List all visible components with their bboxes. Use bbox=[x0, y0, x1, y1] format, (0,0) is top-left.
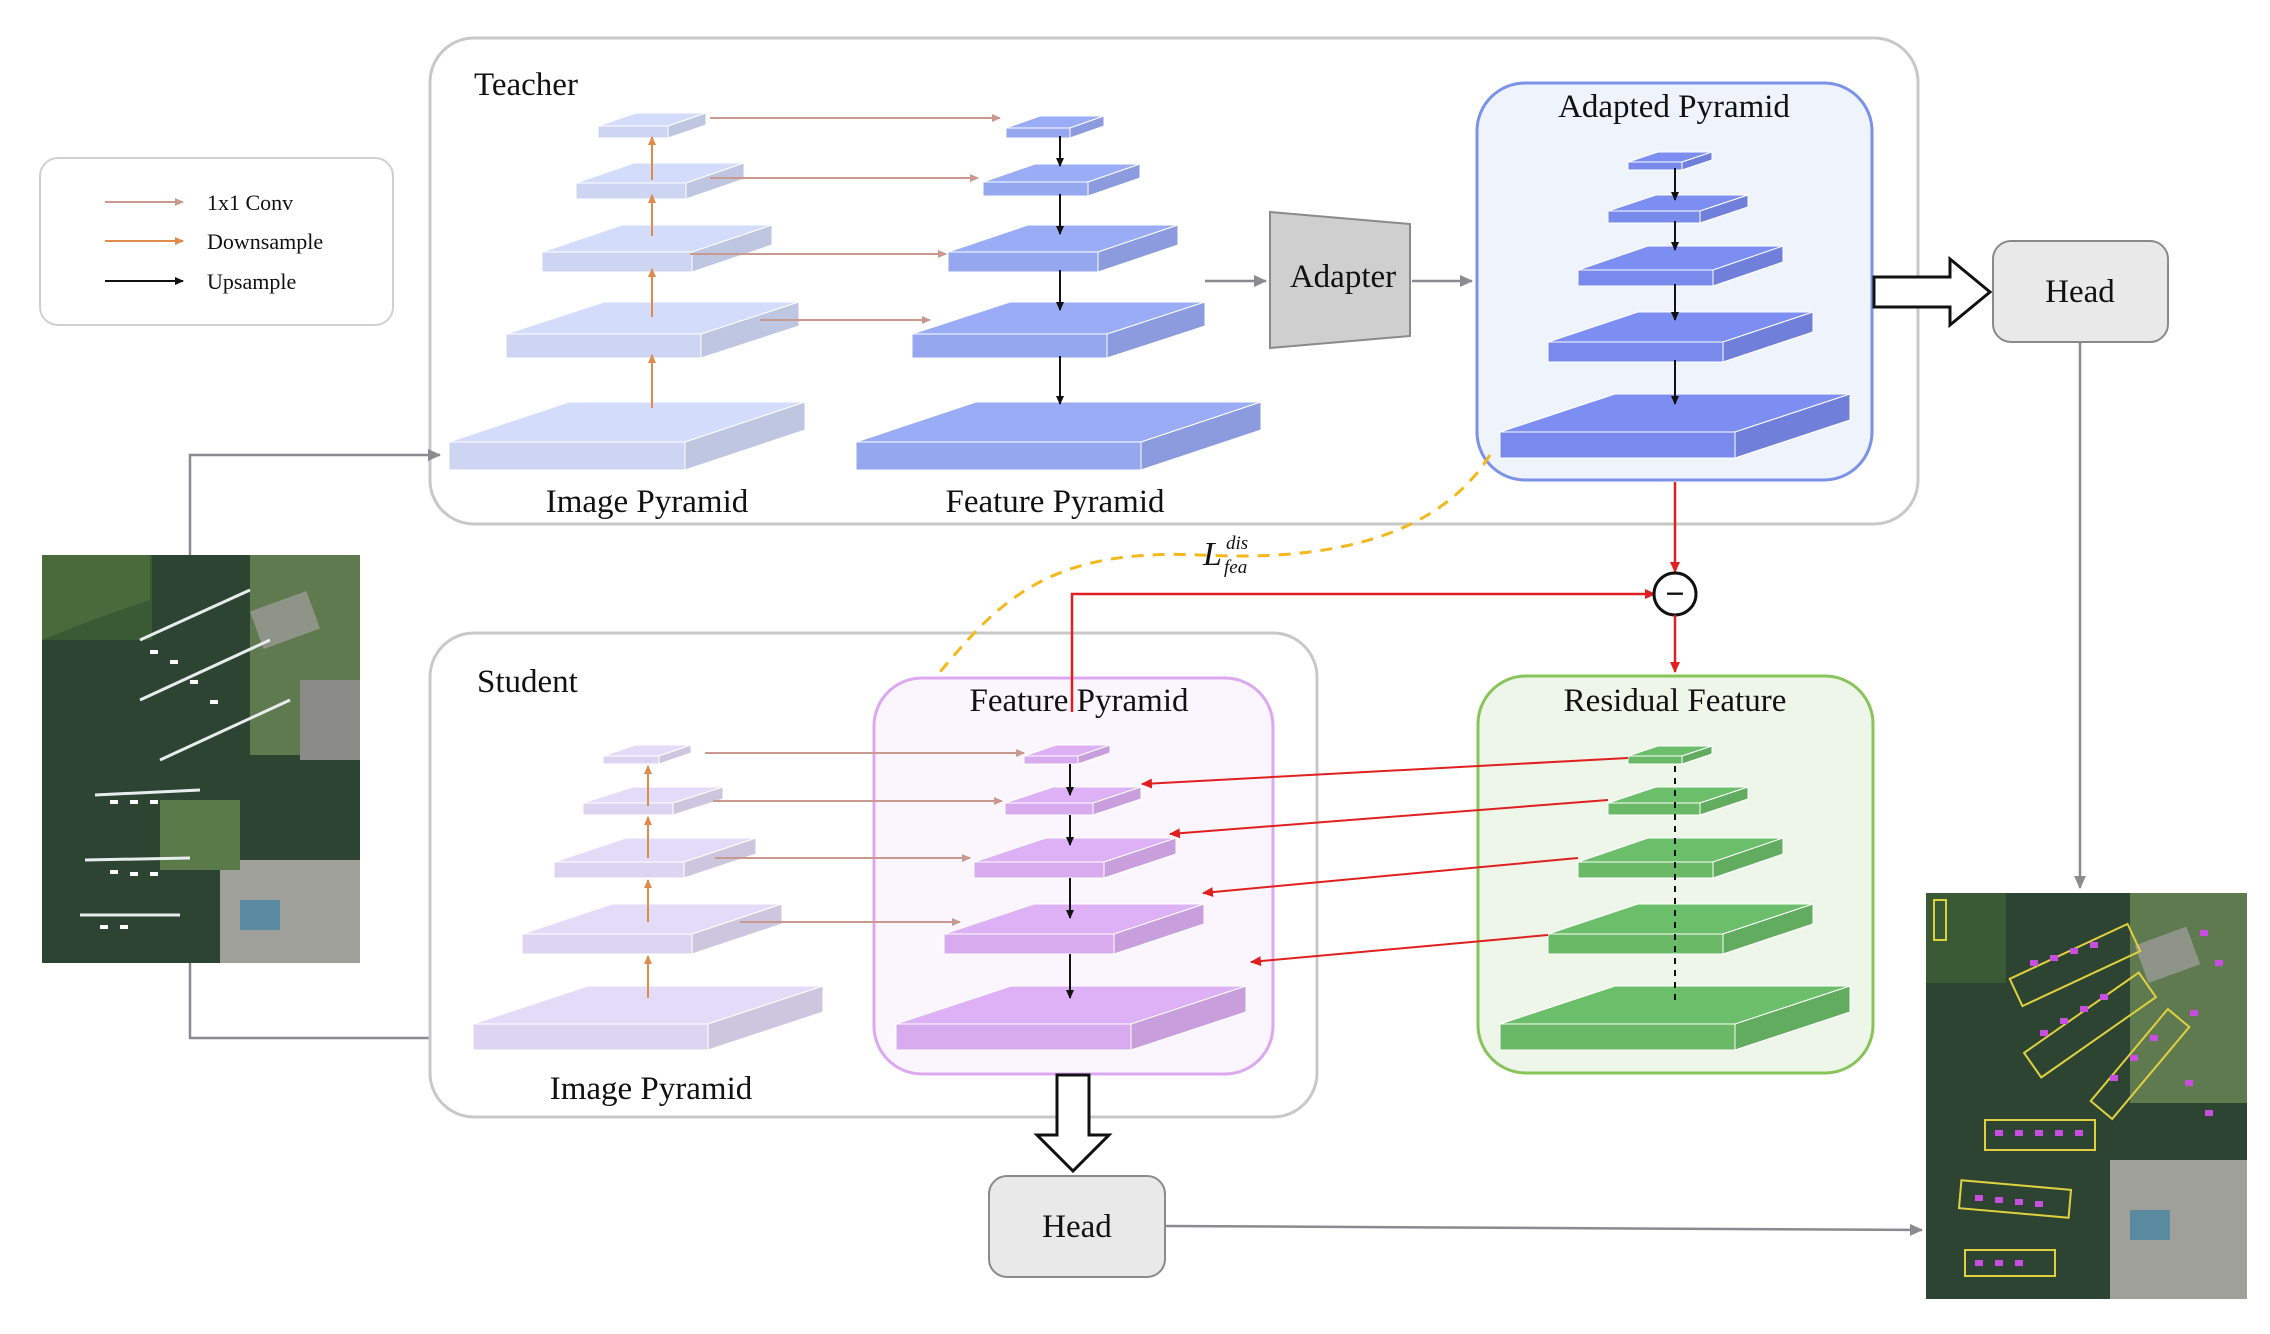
loss-superscript: dis bbox=[1226, 533, 1248, 554]
legend-conv-label: 1x1 Conv bbox=[207, 190, 293, 215]
head-top-label: Head bbox=[2045, 274, 2115, 310]
student-to-minus-arrow bbox=[1070, 589, 1656, 712]
input-image bbox=[42, 555, 360, 963]
teacher-image-pyramid-label: Image Pyramid bbox=[546, 484, 749, 520]
residual-level-1 bbox=[1499, 985, 1851, 1051]
distillation-loss-curve bbox=[938, 454, 1492, 673]
teacher-feature-pyramid bbox=[690, 114, 1262, 471]
student-feature-level-1 bbox=[895, 985, 1247, 1051]
head-bottom-output-arrow bbox=[1164, 1223, 1923, 1236]
teacher-image-level-1 bbox=[448, 401, 806, 471]
student-image-level-1 bbox=[472, 985, 824, 1051]
legend-box: 1x1 Conv Downsample Upsample bbox=[39, 157, 394, 326]
student-image-level-4 bbox=[582, 786, 724, 816]
student-image-pyramid-label: Image Pyramid bbox=[550, 1071, 753, 1107]
residual-level-4 bbox=[1607, 786, 1749, 816]
loss-subscript: fea bbox=[1224, 557, 1247, 578]
residual-injection-arrows bbox=[1141, 757, 1629, 967]
to-head-bottom-arrow bbox=[1033, 1073, 1113, 1174]
adapted-level-4 bbox=[1607, 194, 1749, 224]
student-image-level-5 bbox=[602, 744, 692, 765]
residual-level-5 bbox=[1627, 745, 1713, 765]
adapted-level-1 bbox=[1499, 393, 1851, 459]
student-feature-level-3 bbox=[973, 837, 1177, 879]
residual-pyramid bbox=[1499, 745, 1851, 1051]
student-feature-level-4 bbox=[1004, 786, 1142, 816]
student-image-level-2 bbox=[521, 903, 783, 955]
teacher-feature-pyramid-label: Feature Pyramid bbox=[945, 484, 1165, 520]
loss-symbol: L bbox=[1202, 536, 1222, 573]
adapted-level-5 bbox=[1627, 151, 1713, 171]
input-to-teacher-arrow bbox=[188, 449, 441, 555]
teacher-title: Teacher bbox=[474, 67, 578, 103]
legend-downsample-label: Downsample bbox=[207, 229, 323, 254]
student-feature-level-2 bbox=[943, 903, 1205, 955]
adapted-pyramid-title: Adapted Pyramid bbox=[1558, 89, 1790, 125]
teacher-image-pyramid bbox=[448, 112, 806, 471]
residual-injection-arrow-3 bbox=[1202, 857, 1579, 898]
residual-feature-title: Residual Feature bbox=[1564, 683, 1787, 719]
teacher-image-level-4 bbox=[575, 162, 745, 200]
student-feature-pyramid-title: Feature Pyramid bbox=[969, 683, 1189, 719]
minus-symbol: − bbox=[1665, 576, 1684, 613]
adapted-level-3 bbox=[1577, 245, 1784, 287]
input-to-student-arrow bbox=[188, 963, 473, 1044]
adapter-label: Adapter bbox=[1290, 259, 1396, 295]
student-feature-level-5 bbox=[1023, 744, 1111, 765]
student-image-pyramid bbox=[472, 744, 824, 1051]
teacher-feature-level-1 bbox=[855, 401, 1262, 471]
student-title: Student bbox=[477, 664, 578, 700]
head-bottom-label: Head bbox=[1042, 1209, 1112, 1245]
distillation-loss-label: L dis fea bbox=[1202, 533, 1248, 578]
teacher-feature-level-2 bbox=[911, 301, 1206, 359]
teacher-feature-level-4 bbox=[982, 163, 1141, 197]
teacher-image-level-3 bbox=[541, 224, 773, 273]
residual-level-3 bbox=[1577, 837, 1784, 879]
adapter-block bbox=[1269, 210, 1411, 350]
teacher-feature-level-5 bbox=[1005, 115, 1105, 139]
student-feature-pyramid bbox=[705, 744, 1247, 1051]
adapted-pyramid bbox=[1499, 151, 1851, 459]
teacher-image-level-2 bbox=[505, 301, 800, 359]
teacher-image-level-5 bbox=[597, 112, 707, 139]
residual-injection-arrow-1 bbox=[1141, 757, 1629, 789]
teacher-feature-level-3 bbox=[947, 224, 1179, 273]
residual-level-2 bbox=[1547, 903, 1814, 955]
residual-injection-arrow-4 bbox=[1250, 934, 1549, 967]
output-detection-image bbox=[1926, 893, 2247, 1299]
to-head-top-arrow bbox=[1872, 255, 1993, 329]
adapted-level-2 bbox=[1547, 311, 1814, 363]
residual-injection-arrow-2 bbox=[1169, 799, 1609, 839]
legend-upsample-label: Upsample bbox=[207, 269, 296, 294]
